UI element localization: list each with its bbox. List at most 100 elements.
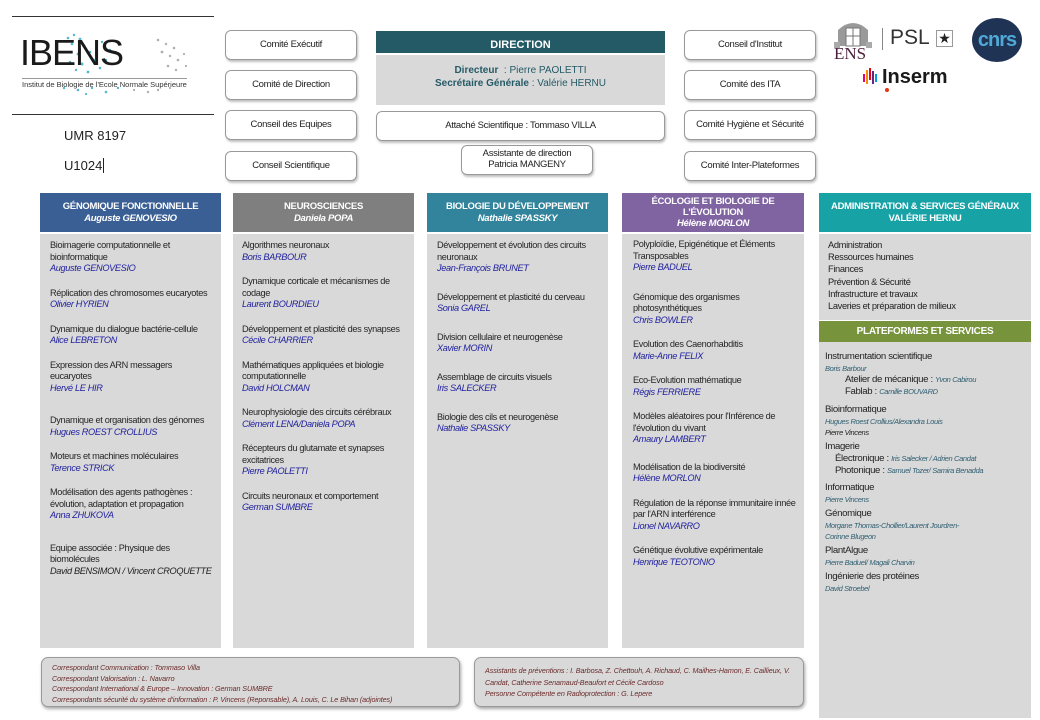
team-leader: Laurent BOURDIEU xyxy=(242,299,319,309)
team-item: Régulation de la réponse immunitaire inn… xyxy=(633,498,796,533)
team-leader: Xavier MORIN xyxy=(437,343,493,353)
admin-item: Administration xyxy=(828,240,883,250)
team-topic: Division cellulaire et neurogenèse xyxy=(437,331,563,342)
team-topic: Génomique des organismes photosynthétiqu… xyxy=(633,291,740,314)
direction-header: DIRECTION xyxy=(376,31,665,53)
committee-conseil-equipes[interactable]: Conseil des Equipes xyxy=(225,110,357,140)
team-topic: Evolution des Caenorhabditis xyxy=(633,339,743,349)
team-topic: Polyploïdie, Epigénétique et Éléments Tr… xyxy=(633,239,775,261)
associated-team: Equipe associée : Physique des biomolécu… xyxy=(50,543,213,578)
team-leader: Hélène MORLON xyxy=(633,473,701,483)
committee-comite-inter-plateformes[interactable]: Comité Inter-Plateformes xyxy=(684,151,816,181)
correspondants-note: Correspondant Communication : Tommaso Vi… xyxy=(41,657,460,707)
team-leader: Clément LENA/Daniela POPA xyxy=(242,418,356,429)
team-leader: Chris BOWLER xyxy=(633,314,693,325)
note-line: Personne Compétente en Radioprotection :… xyxy=(485,689,653,698)
team-leader: Boris BARBOUR xyxy=(242,251,307,262)
team-leader: Régis FERRIERE xyxy=(633,386,701,397)
inserm-logo-text: Inserm xyxy=(882,66,948,88)
team-topic: Développement et plasticité des synapses xyxy=(242,323,400,334)
note-line: Correspondant Communication : Tommaso Vi… xyxy=(52,663,200,672)
unit-label[interactable]: U1024 xyxy=(64,158,105,173)
team-item: Modélisation des agents pathogènes : évo… xyxy=(50,487,213,522)
dept-title: GÉNOMIQUE FONCTIONNELLE xyxy=(62,200,199,212)
ens-logo-text: ENS xyxy=(834,44,867,63)
platform-photonique: Photonique : xyxy=(835,465,887,476)
committee-comite-hygiene-securite[interactable]: Comité Hygiène et Sécurité xyxy=(684,110,816,140)
team-leader: Hugues ROEST CROLLIUS xyxy=(50,426,158,437)
secretary-label: Secrétaire Générale xyxy=(434,78,529,89)
committee-conseil-scientifique[interactable]: Conseil Scientifique xyxy=(225,151,357,181)
admin-header: ADMINISTRATION & SERVICES GÉNÉRAUX VALÉR… xyxy=(819,193,1031,232)
committee-conseil-institut[interactable]: Conseil d'Institut xyxy=(684,30,816,60)
committee-comite-ita[interactable]: Comité des ITA xyxy=(684,70,816,100)
team-leader: Lionel NAVARRO xyxy=(633,520,700,531)
platform-person: Corinne Blugeon xyxy=(825,532,876,541)
team-leader: Sonia GAREL xyxy=(437,303,491,313)
team-topic: Réplication des chromosomes eucaryotes xyxy=(50,287,208,298)
platform-person: Pierre Vincens xyxy=(825,428,869,437)
director-name: : Pierre PAOLETTI xyxy=(503,65,587,76)
platform-person: Camille BOUVARD xyxy=(879,387,938,396)
ibens-wordmark: IBENS xyxy=(20,32,124,73)
platform-atelier: Atelier de mécanique : xyxy=(845,374,936,385)
team-topic: Développement et évolution des circuits … xyxy=(437,240,586,262)
team-leader: David BENSIMON / Vincent CROQUETTE xyxy=(50,565,212,576)
admin-title: ADMINISTRATION & SERVICES GÉNÉRAUX xyxy=(831,200,1019,212)
team-topic: Récepteurs du glutamate et synapses exci… xyxy=(242,443,384,465)
team-topic: Algorithmes neuronaux xyxy=(242,240,330,250)
team-leader: Auguste GENOVESIO xyxy=(50,263,136,273)
team-item: Polyploïdie, Epigénétique et Éléments Tr… xyxy=(633,239,796,274)
team-topic: Equipe associée : Physique des biomolécu… xyxy=(50,542,170,565)
committee-comite-direction[interactable]: Comité de Direction xyxy=(225,70,357,100)
director-label: Directeur xyxy=(454,65,499,76)
team-leader: German SUMBRE xyxy=(242,502,313,512)
team-leader: Iris SALECKER xyxy=(437,383,497,393)
partner-logos: ENS PSL ★ cnrs Inserm xyxy=(832,14,1032,94)
secretary-name: : Valérie HERNU xyxy=(531,78,606,89)
admin-item: Ressources humaines xyxy=(828,252,914,263)
team-leader: Cécile CHARRIER xyxy=(242,335,313,345)
bottom-divider xyxy=(12,114,214,115)
assistante-role: Assistante de direction xyxy=(482,148,572,160)
ibens-subtitle: Institut de Biologie de l'Ecole Normale … xyxy=(22,78,187,89)
team-leader: Pierre PAOLETTI xyxy=(242,466,308,476)
team-topic: Dynamique du dialogue bactérie-cellule xyxy=(50,323,198,334)
attache-scientifique-box[interactable]: Attaché Scientifique : Tommaso VILLA xyxy=(376,111,665,141)
platform-imagerie: Imagerie xyxy=(825,441,860,452)
platform-person: Pierre Baduel/ Magali Charvin xyxy=(825,558,915,567)
team-leader: Marie-Anne FELIX xyxy=(633,350,703,361)
team-topic: Dynamique corticale et mécanismes de cod… xyxy=(242,276,390,298)
team-topic: Expression des ARN messagers eucaryotes xyxy=(50,359,172,382)
umr-label: UMR 8197 xyxy=(64,128,127,143)
dept-title: BIOLOGIE DU DÉVELOPPEMENT xyxy=(446,200,589,212)
direction-body: Directeur : Pierre PAOLETTI Secrétaire G… xyxy=(376,55,665,105)
platform-person: Boris Barbour xyxy=(825,364,867,373)
committee-comite-executif[interactable]: Comité Exécutif xyxy=(225,30,357,60)
assistante-name: Patricia MANGENY xyxy=(488,159,566,170)
team-leader: Amaury LAMBERT xyxy=(633,434,706,444)
assistante-direction-box[interactable]: Assistante de direction Patricia MANGENY xyxy=(461,145,593,175)
team-topic: Bioimagerie computationnelle et bioinfor… xyxy=(50,240,170,262)
admin-item: Prévention & Sécurité xyxy=(828,276,911,287)
logo-separator xyxy=(882,28,883,50)
team-topic: Biologie des cils et neurogenèse xyxy=(437,411,559,422)
dept-body-ecologie: Polyploïdie, Epigénétique et Éléments Tr… xyxy=(622,234,804,648)
team-leader: Hervé LE HIR xyxy=(50,382,103,393)
team-item: Modèles aléatoires pour l'Inférence de l… xyxy=(633,411,796,446)
team-topic: Génétique évolutive expérimentale xyxy=(633,545,763,555)
dept-header-ecologie: ÉCOLOGIE ET BIOLOGIE DE L'ÉVOLUTION Hélè… xyxy=(622,193,804,232)
team-topic: Modélisation de la biodiversité xyxy=(633,461,746,472)
team-topic: Neurophysiologie des circuits cérébraux xyxy=(242,407,392,417)
